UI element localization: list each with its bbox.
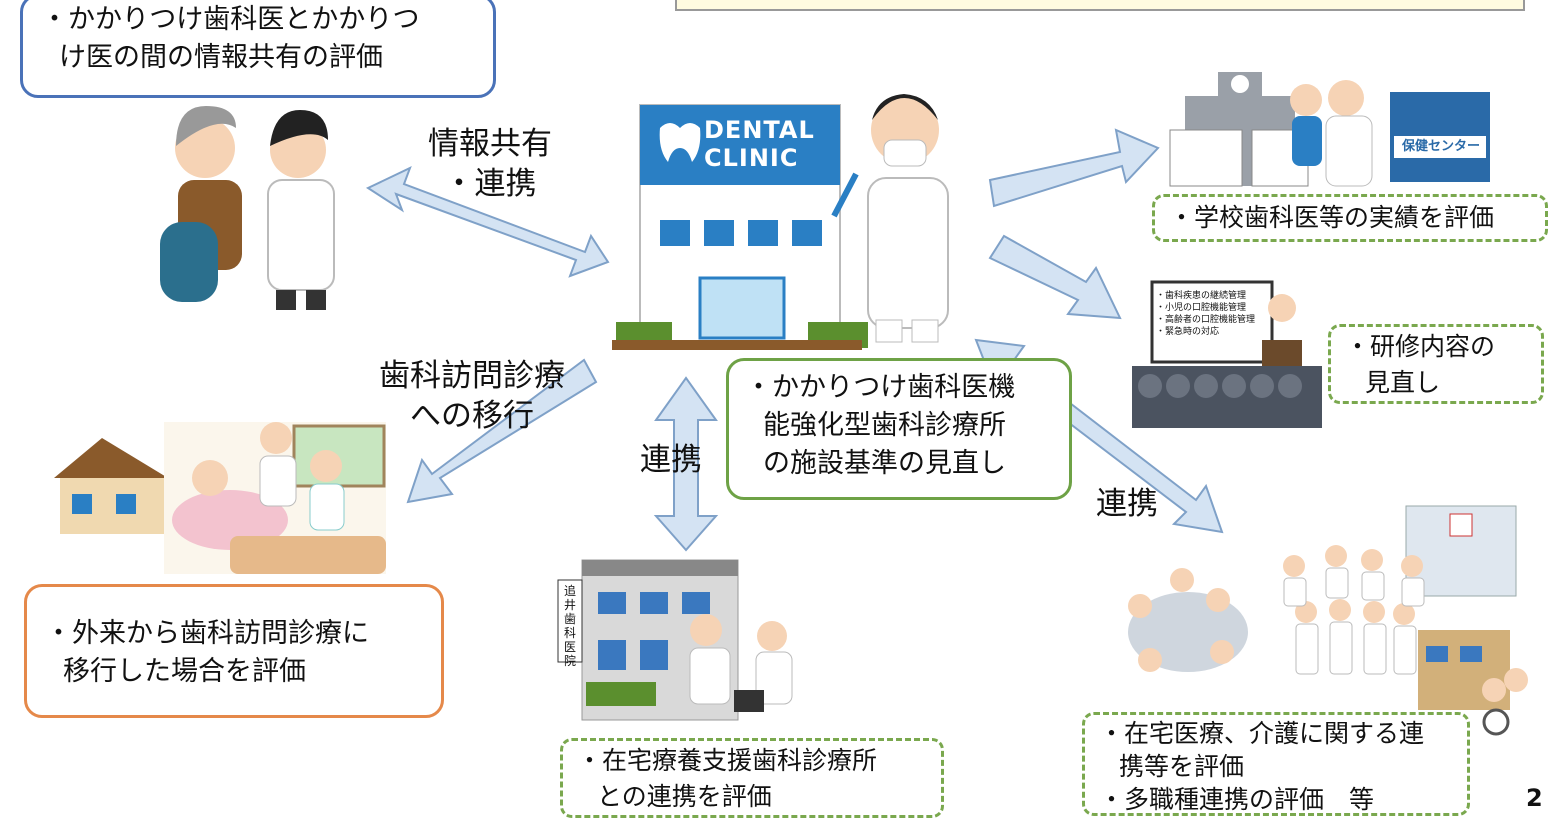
label-info-share: 情報共有 ・連携 bbox=[400, 124, 580, 204]
home-visit-illustration bbox=[54, 422, 386, 574]
box-home-support-line1: ・在宅療養支援歯科診療所 bbox=[577, 746, 878, 775]
whiteboard-line3: ・高齢者の口腔機能管理 bbox=[1156, 315, 1256, 325]
dental-clinic-illustration bbox=[612, 104, 868, 350]
lecture-whiteboard-text: ・歯科疾患の継続管理 ・小児の口腔機能管理 ・高齢者の口腔機能管理 ・緊急時の対… bbox=[1156, 290, 1272, 338]
box-info-share-evaluation: ・かかりつけ歯科医とかかりつ け医の間の情報共有の評価 bbox=[20, 0, 496, 98]
box-training-line2: 見直し bbox=[1365, 368, 1441, 397]
box-multi-line2: 携等を評価 bbox=[1119, 752, 1245, 781]
school-healthcenter-illustration bbox=[1169, 72, 1490, 187]
box-training-line1: ・研修内容の bbox=[1345, 332, 1496, 361]
whiteboard-line2: ・小児の口腔機能管理 bbox=[1156, 303, 1247, 313]
box-multi-line1: ・在宅医療、介護に関する連 bbox=[1099, 719, 1425, 748]
box-school-line1: ・学校歯科医等の実績を評価 bbox=[1169, 203, 1495, 232]
label-info-share-line1: 情報共有 bbox=[428, 126, 552, 162]
clinic-sign: DENTAL CLINIC bbox=[704, 116, 834, 172]
whiteboard-line4: ・緊急時の対応 bbox=[1156, 327, 1220, 337]
top-note-box bbox=[675, 0, 1525, 11]
arrow-to-school bbox=[988, 128, 1160, 208]
page-number: 2 bbox=[1526, 784, 1543, 812]
box-visit-line2: 移行した場合を評価 bbox=[63, 656, 306, 687]
box-center-line3: の施設基準の見直し bbox=[763, 448, 1006, 479]
label-renkei-right: 連携 bbox=[1096, 486, 1158, 522]
box-home-support-line2: との連携を評価 bbox=[597, 782, 772, 811]
label-renkei-center: 連携 bbox=[640, 442, 702, 478]
box-multi-line3: ・多職種連携の評価 等 bbox=[1099, 785, 1375, 814]
arrow-to-visit bbox=[406, 358, 598, 504]
health-center-sign: 保健センター bbox=[1401, 139, 1480, 154]
doctor-patient-illustration bbox=[160, 106, 335, 310]
clinic-sign-line1: DENTAL bbox=[704, 116, 815, 144]
box-visit-line1: ・外来から歯科訪問診療に bbox=[45, 618, 369, 649]
box-home-visit-transition: ・外来から歯科訪問診療に 移行した場合を評価 bbox=[24, 584, 444, 718]
dentist-illustration bbox=[831, 94, 949, 343]
box-training-review: ・研修内容の 見直し bbox=[1328, 324, 1544, 404]
clinic-name-sign: 追井歯科医院 bbox=[563, 584, 576, 668]
box-home-support-clinic: ・在宅療養支援歯科診療所 との連携を評価 bbox=[560, 738, 944, 818]
box-facility-standard: ・かかりつけ歯科医機 能強化型歯科診療所 の施設基準の見直し bbox=[726, 358, 1072, 500]
label-visit-line1: 歯科訪問診療 bbox=[379, 358, 565, 394]
small-clinic-illustration bbox=[557, 559, 793, 721]
box-top-left-line1: ・かかりつけ歯科医とかかりつ bbox=[41, 4, 420, 35]
arrow-info-share bbox=[365, 166, 610, 278]
label-home-visit: 歯科訪問診療 への移行 bbox=[352, 356, 592, 436]
clinic-sign-line2: CLINIC bbox=[704, 144, 799, 172]
arrow-renkei-center bbox=[653, 376, 719, 552]
box-school-dentist: ・学校歯科医等の実績を評価 bbox=[1152, 194, 1548, 242]
label-info-share-line2: ・連携 bbox=[443, 166, 537, 202]
arrow-to-training bbox=[988, 234, 1122, 320]
label-visit-line2: への移行 bbox=[410, 398, 534, 434]
multi-profession-illustration bbox=[1128, 505, 1528, 736]
box-center-line2: 能強化型歯科診療所 bbox=[763, 410, 1006, 441]
whiteboard-line1: ・歯科疾患の継続管理 bbox=[1156, 291, 1247, 301]
box-multi-profession: ・在宅医療、介護に関する連 携等を評価 ・多職種連携の評価 等 bbox=[1082, 712, 1470, 816]
box-center-line1: ・かかりつけ歯科医機 bbox=[745, 372, 1016, 403]
lecture-illustration bbox=[1132, 280, 1322, 428]
box-top-left-line2: け医の間の情報共有の評価 bbox=[59, 42, 383, 73]
